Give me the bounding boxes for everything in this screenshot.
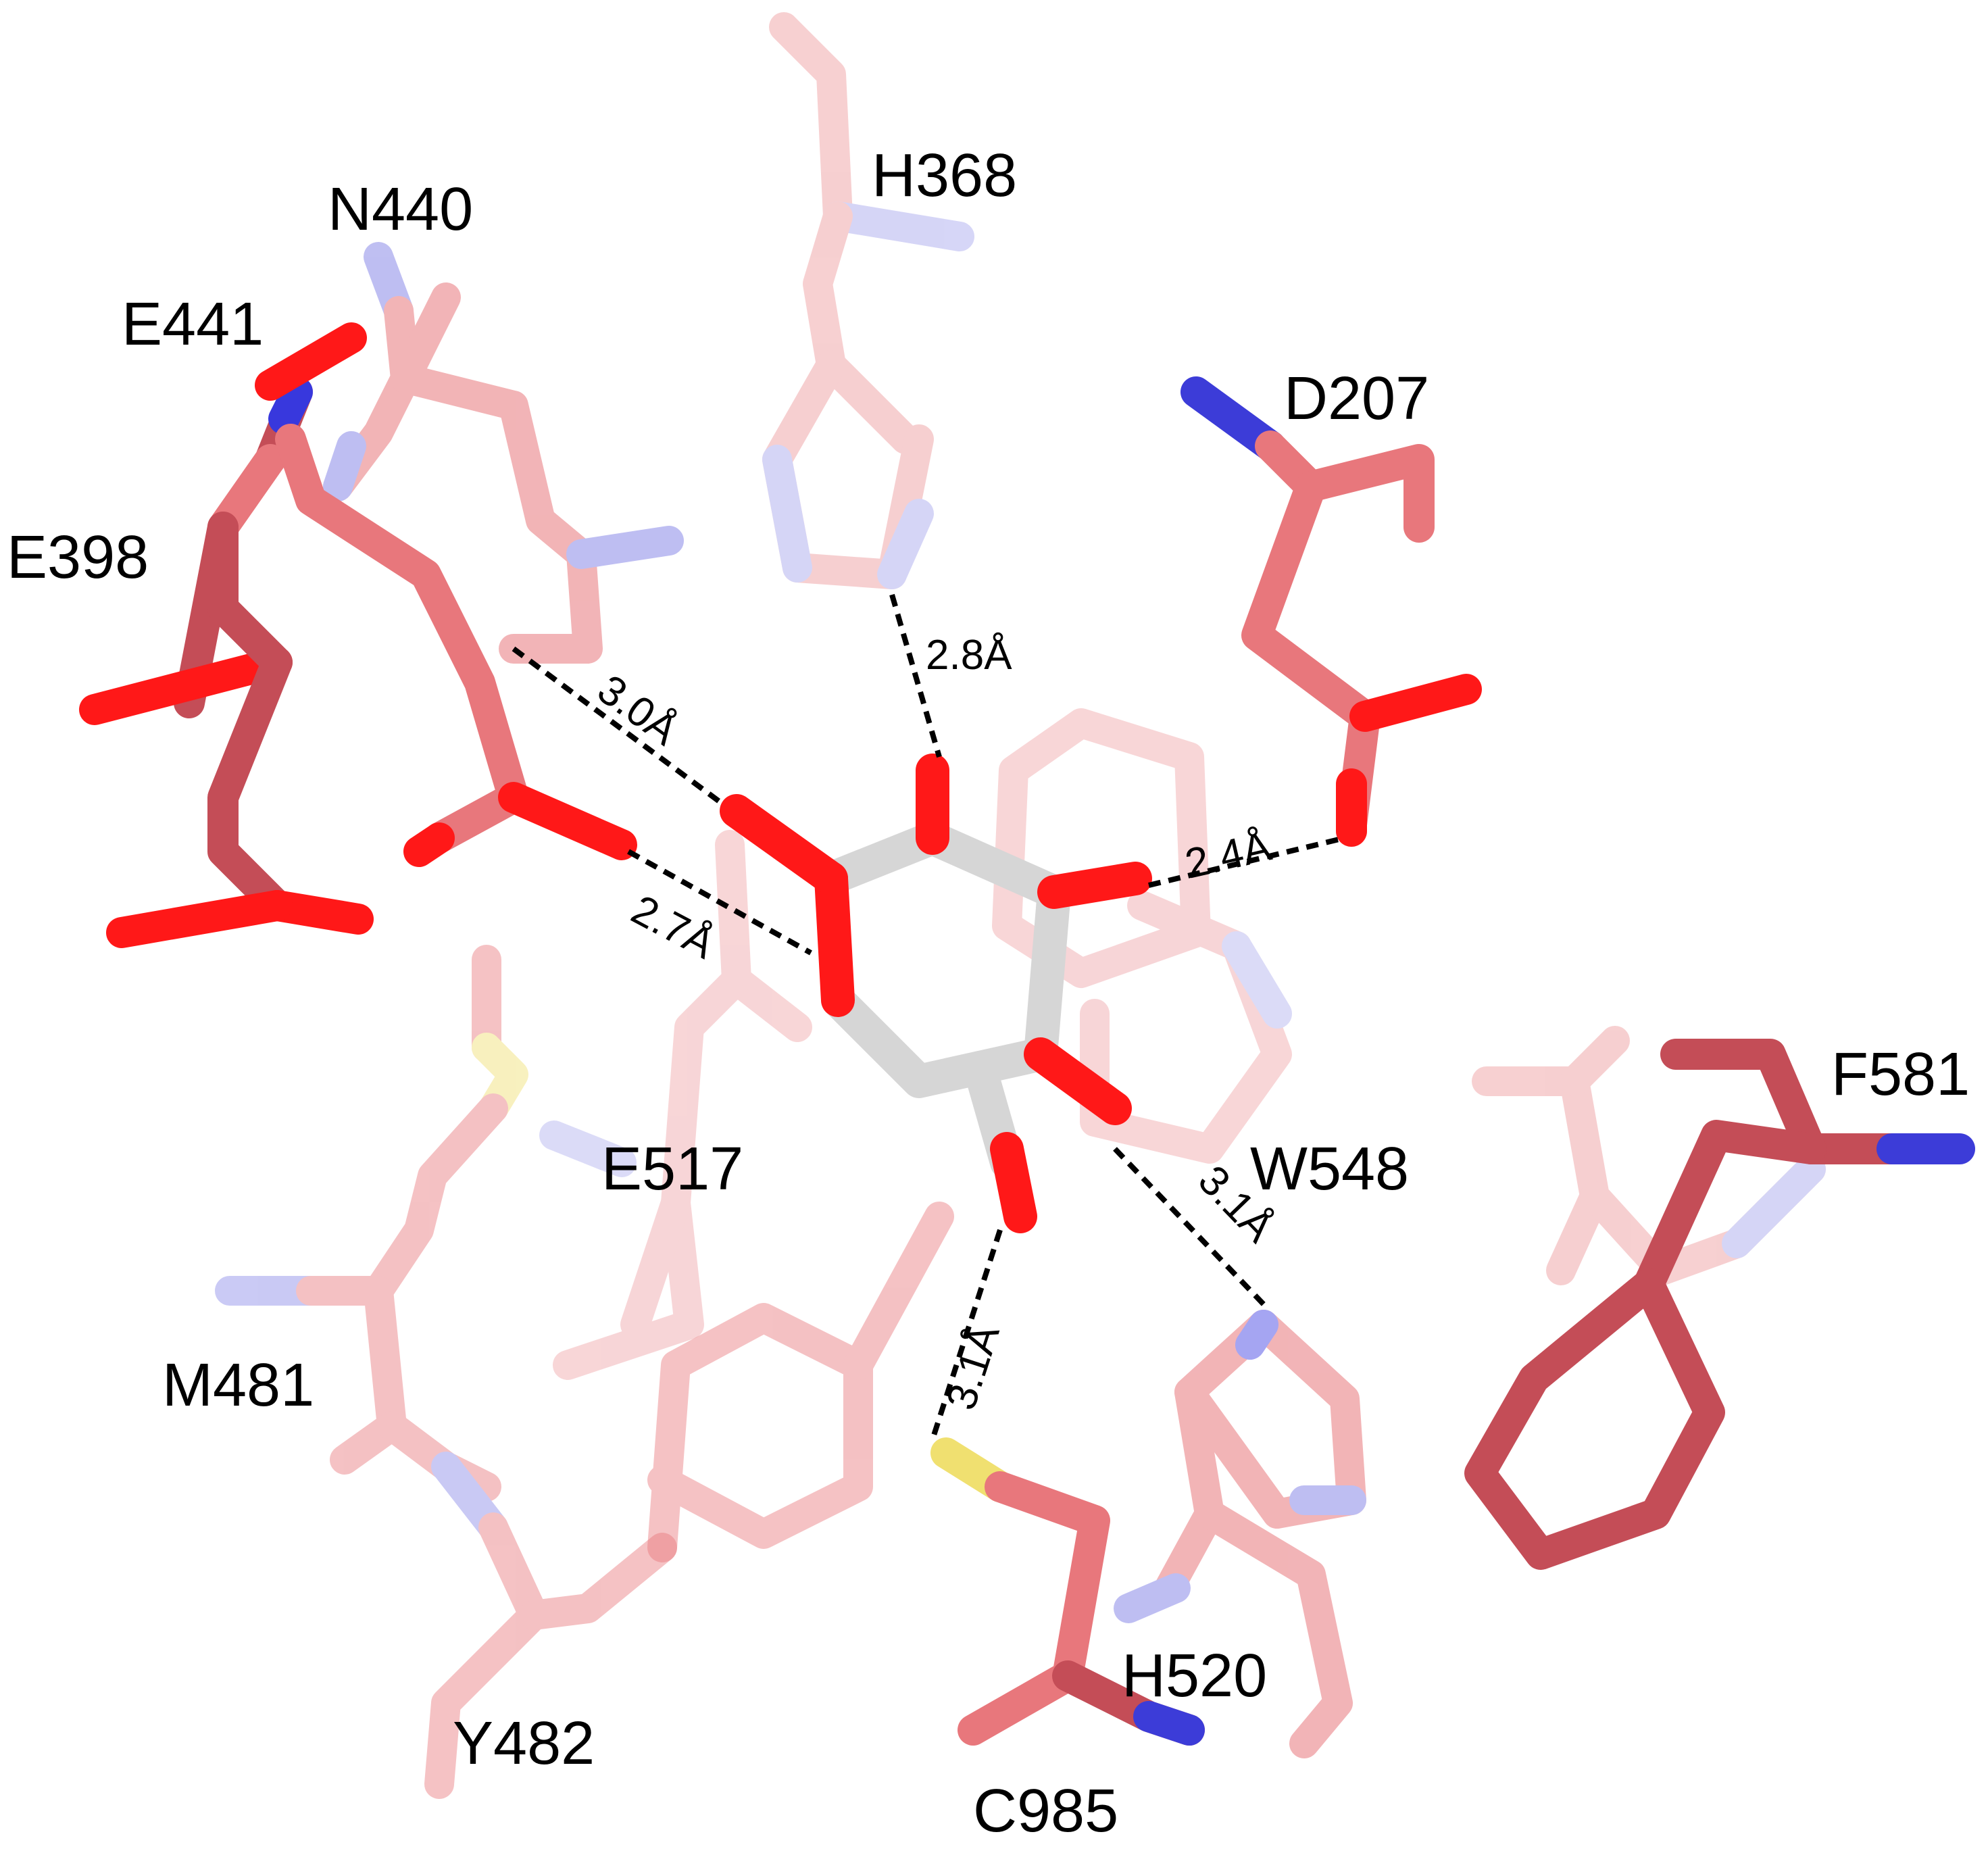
label-n440: N440: [328, 176, 473, 243]
label-h368: H368: [872, 142, 1017, 209]
hbond-d207: [1148, 835, 1345, 888]
label-h520: H520: [1122, 1642, 1267, 1710]
residue-y482-ring-sticks: [647, 1202, 954, 1562]
residue-f581-faded-sticks: [1472, 1026, 1826, 1285]
distance-label-c985: 3.1Å: [938, 1318, 1009, 1415]
residue-e517-sticks: [539, 830, 812, 1380]
residue-labels: H368 N440 E441 D207 E398 F581 E517 W548 …: [7, 142, 1970, 1845]
label-d207: D207: [1284, 365, 1429, 433]
strong-residues: [79, 322, 1975, 1746]
label-e398: E398: [7, 524, 149, 591]
residue-h368-sticks: [762, 12, 974, 589]
label-e517: E517: [601, 1135, 743, 1203]
residue-c985-sticks: [930, 1437, 1205, 1746]
distance-label-n440: 3.0Å: [589, 666, 687, 755]
hydrogen-bonds: [512, 593, 1345, 1441]
hbond-c985: [930, 1229, 1003, 1441]
label-c985: C985: [973, 1777, 1118, 1845]
hbond-h368: [889, 593, 942, 758]
hbond-h520: [1113, 1147, 1266, 1306]
hbond-e398: [627, 849, 812, 956]
label-e441: E441: [122, 291, 264, 358]
residue-n440-sticks: [323, 242, 684, 664]
ligand-sticks: [720, 754, 1152, 1233]
label-f581: F581: [1831, 1041, 1970, 1108]
distance-label-h368: 2.8Å: [926, 632, 1012, 678]
label-w548: W548: [1250, 1135, 1409, 1203]
label-y482: Y482: [453, 1710, 595, 1777]
residue-f581-sticks: [1464, 1039, 1975, 1570]
residue-h520-sticks: [1114, 1310, 1366, 1758]
hbond-n440: [512, 646, 725, 807]
label-m481: M481: [162, 1352, 314, 1419]
residue-m481-sticks: [215, 945, 677, 1799]
residue-e398-sticks: [79, 376, 374, 948]
faded-residues: [215, 12, 1826, 1799]
residue-e441-sticks: [255, 322, 637, 867]
residue-d207-sticks: [1181, 376, 1482, 847]
